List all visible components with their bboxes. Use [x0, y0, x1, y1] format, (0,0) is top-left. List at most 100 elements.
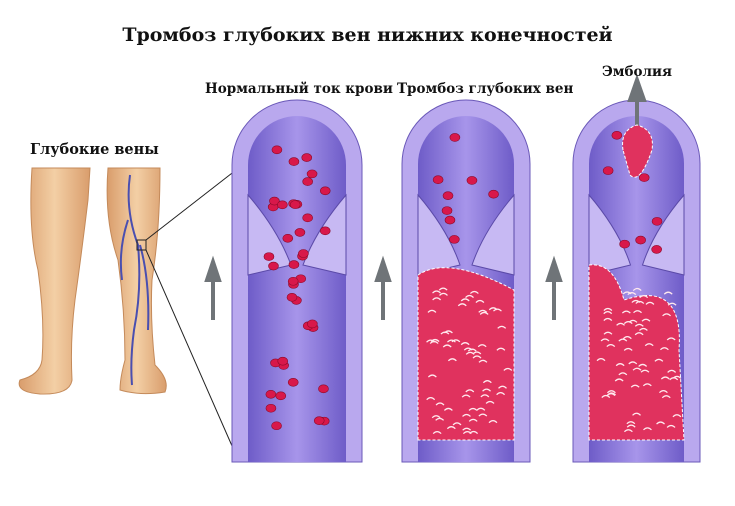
right-leg: [106, 167, 167, 395]
fibrin-strand: [488, 307, 498, 311]
fibrin-strand: [606, 343, 616, 348]
fibrin-strand: [452, 422, 462, 426]
fibrin-strand: [432, 290, 441, 294]
fibrin-strand: [672, 414, 682, 418]
fibrin-strand: [614, 378, 624, 382]
fibrin-strand: [482, 388, 491, 392]
fibrin-strand: [472, 355, 482, 359]
fibrin-strand: [632, 367, 642, 371]
fibrin-strand: [478, 413, 488, 417]
fibrin-strand: [460, 342, 470, 346]
fibrin-strand: [645, 301, 655, 305]
blood-cell: [466, 176, 478, 185]
fibrin-strand: [628, 361, 638, 365]
fibrin-strand: [603, 317, 613, 321]
fibrin-strand: [447, 358, 457, 362]
fibrin-strand: [446, 426, 456, 430]
fibrin-strand: [461, 394, 471, 398]
blood-cell: [441, 206, 453, 215]
blood-cell: [619, 239, 630, 249]
fibrin-strand: [427, 374, 437, 378]
blood-cell: [318, 384, 329, 394]
zoom-lines: [145, 169, 237, 456]
valve-right: [641, 193, 685, 276]
fibrin-strand: [426, 397, 436, 401]
fibrin-strand: [497, 325, 507, 329]
blood-cell: [602, 166, 614, 175]
fibrin-strand: [621, 310, 631, 314]
fibrin-strand: [634, 332, 644, 336]
fibrin-strand: [493, 308, 502, 312]
fibrin-strand: [639, 295, 649, 299]
fibrin-strand: [635, 300, 645, 304]
fibrin-strand: [658, 390, 668, 394]
fibrin-strand: [666, 424, 676, 428]
flow-arrow: [545, 255, 563, 320]
fibrin-strand: [666, 337, 676, 341]
blood-cell: [635, 235, 646, 245]
fibrin-strand: [642, 383, 652, 387]
fibrin-strand: [431, 415, 441, 419]
fibrin-strand: [634, 323, 644, 327]
fibrin-strand: [630, 384, 640, 388]
fibrin-strand: [632, 412, 641, 416]
fibrin-strand: [462, 427, 472, 431]
blood-cell: [432, 175, 444, 185]
fibrin-strand: [457, 303, 467, 307]
fibrin-strand: [475, 299, 485, 303]
fibrin-strand: [435, 402, 445, 406]
fibrin-strand: [465, 389, 475, 393]
fibrin-strand: [654, 358, 664, 362]
fibrin-strand: [496, 347, 506, 351]
blood-cell: [289, 200, 301, 209]
fibrin-strand: [623, 347, 633, 351]
legs: [18, 167, 237, 456]
label-embolism: Эмболия: [602, 64, 672, 80]
fibrin-strand: [427, 309, 437, 313]
blood-cell: [269, 196, 280, 206]
fibrin-strand: [503, 367, 513, 371]
blood-cell: [275, 391, 287, 401]
left-leg: [18, 167, 91, 395]
fibrin-strand: [468, 407, 478, 411]
fibrin-strand: [429, 340, 439, 344]
fibrin-strand: [447, 339, 456, 343]
fibrin-strand: [618, 372, 628, 376]
blood-cell: [288, 157, 300, 166]
thrombus-clot: [588, 264, 685, 441]
fibrin-strand: [462, 413, 471, 417]
fibrin-strand: [479, 311, 489, 315]
fibrin-strand: [618, 338, 628, 342]
fibrin-strand: [638, 363, 648, 367]
blood-cell: [298, 249, 309, 258]
blood-cell: [319, 186, 331, 196]
fibrin-strand: [601, 394, 611, 398]
blood-cell: [277, 356, 289, 366]
fibrin-strand: [638, 327, 648, 331]
fibrin-strand: [633, 310, 642, 314]
valve-right: [471, 193, 515, 276]
fibrin-strand: [672, 375, 682, 379]
vein-normal: [204, 99, 363, 463]
blood-cell: [263, 252, 275, 261]
flow-arrow: [204, 255, 222, 320]
fibrin-strand: [460, 298, 470, 302]
blood-cell: [287, 276, 299, 286]
flow-arrow: [374, 255, 392, 320]
fibrin-strand: [632, 287, 642, 291]
fibrin-strand: [603, 311, 613, 315]
label-deep-veins: Глубокие вены: [30, 141, 159, 158]
fibrin-strand: [603, 307, 613, 311]
fibrin-strand: [496, 392, 506, 396]
blood-cell: [449, 133, 461, 142]
fibrin-strand: [607, 392, 617, 396]
fibrin-strand: [667, 302, 677, 306]
fibrin-strand: [622, 336, 632, 340]
valve-left: [417, 193, 461, 276]
fibrin-strand: [488, 420, 498, 424]
label-normal-flow: Нормальный ток крови: [205, 81, 393, 97]
fibrin-strand: [623, 321, 633, 325]
fibrin-strand: [478, 309, 488, 313]
